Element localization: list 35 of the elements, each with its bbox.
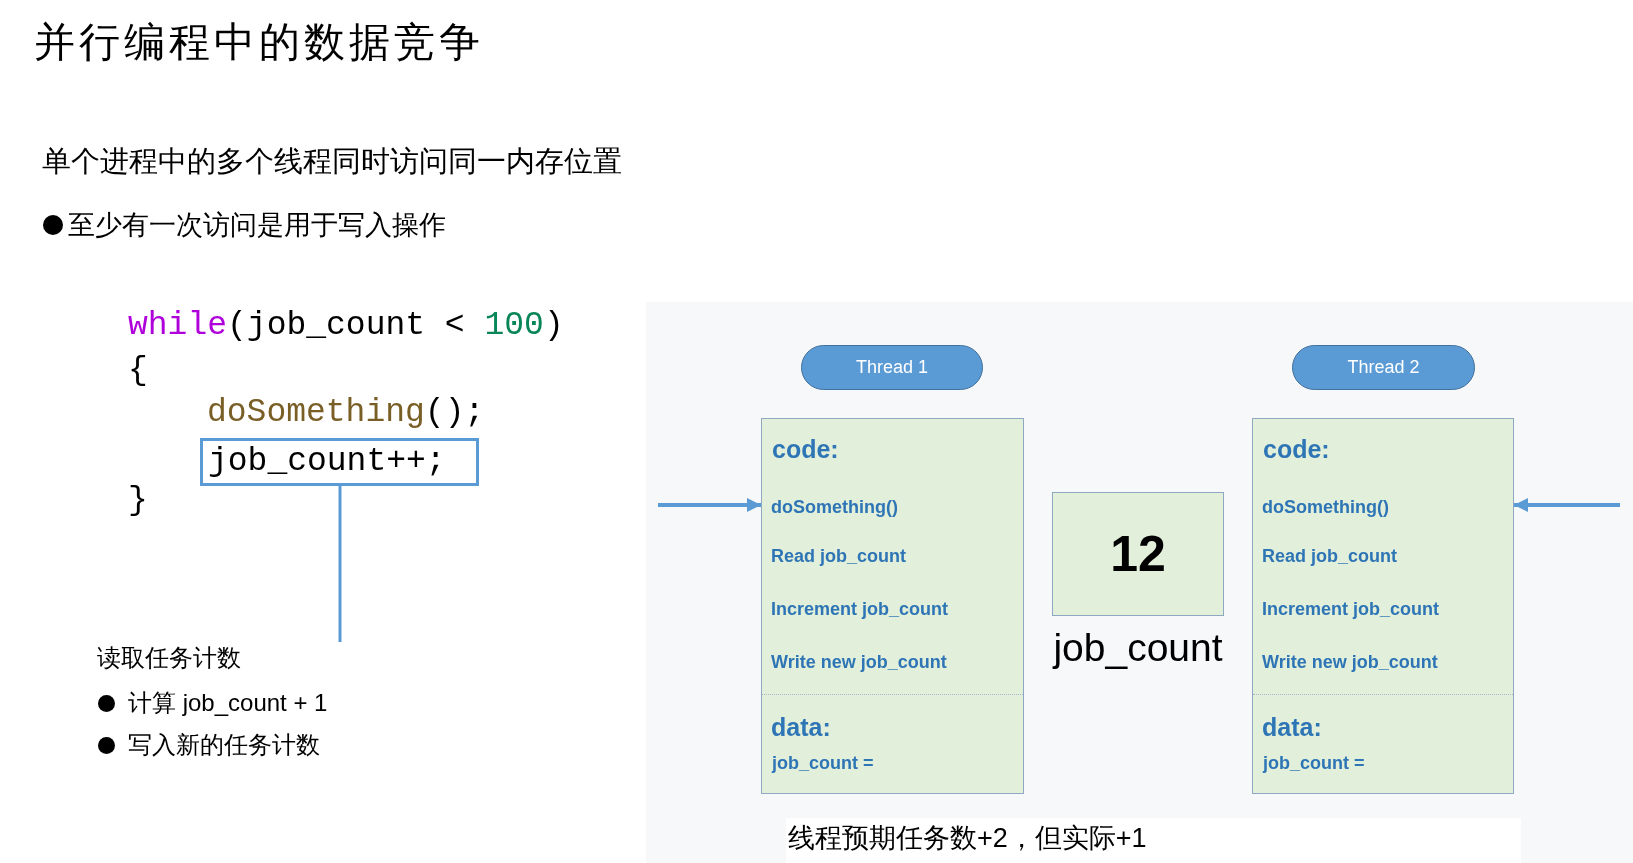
thread-pill: Thread 1 bbox=[801, 345, 983, 390]
thread-box bbox=[1252, 418, 1514, 794]
code-step: doSomething() bbox=[771, 496, 898, 518]
list-item: 计算 job_count + 1 bbox=[128, 688, 328, 718]
code-step: doSomething() bbox=[1262, 496, 1389, 518]
code-step: Write new job_count bbox=[771, 651, 947, 673]
note-heading: 读取任务计数 bbox=[97, 643, 241, 673]
arrow bbox=[1514, 498, 1620, 512]
code-step: Increment job_count bbox=[771, 598, 949, 620]
code-step: Read job_count bbox=[1262, 545, 1397, 567]
value-box: 12 bbox=[1052, 492, 1224, 616]
code-step: Read job_count bbox=[771, 545, 906, 567]
code-step: Write new job_count bbox=[1262, 651, 1438, 673]
section-heading: code: bbox=[772, 434, 839, 464]
subtitle: 单个进程中的多个线程同时访问同一内存位置 bbox=[42, 144, 622, 179]
section-heading: code: bbox=[1263, 434, 1330, 464]
highlight-box: job_count++; bbox=[200, 438, 479, 486]
bullet-point: 至少有一次访问是用于写入操作 bbox=[68, 209, 446, 241]
code-line: doSomething(); bbox=[207, 393, 485, 433]
code-step: Increment job_count bbox=[1262, 598, 1440, 620]
section-heading: data: bbox=[771, 712, 831, 742]
code-line: } bbox=[128, 481, 148, 521]
variable-name: job_count bbox=[1051, 625, 1224, 671]
data-field: job_count = bbox=[1263, 752, 1365, 774]
slide-title: 并行编程中的数据竞争 bbox=[34, 18, 484, 66]
data-field: job_count = bbox=[772, 752, 874, 774]
caption-text: 线程预期任务数+2，但实际+1 bbox=[788, 822, 1147, 854]
leader-line bbox=[338, 486, 342, 642]
section-heading: data: bbox=[1262, 712, 1322, 742]
thread-box bbox=[761, 418, 1024, 794]
thread-pill: Thread 2 bbox=[1292, 345, 1475, 390]
code-line: { bbox=[128, 351, 148, 391]
code-line: while(job_count < 100) bbox=[128, 306, 564, 346]
list-item: 写入新的任务计数 bbox=[128, 730, 320, 760]
arrow bbox=[658, 498, 761, 512]
